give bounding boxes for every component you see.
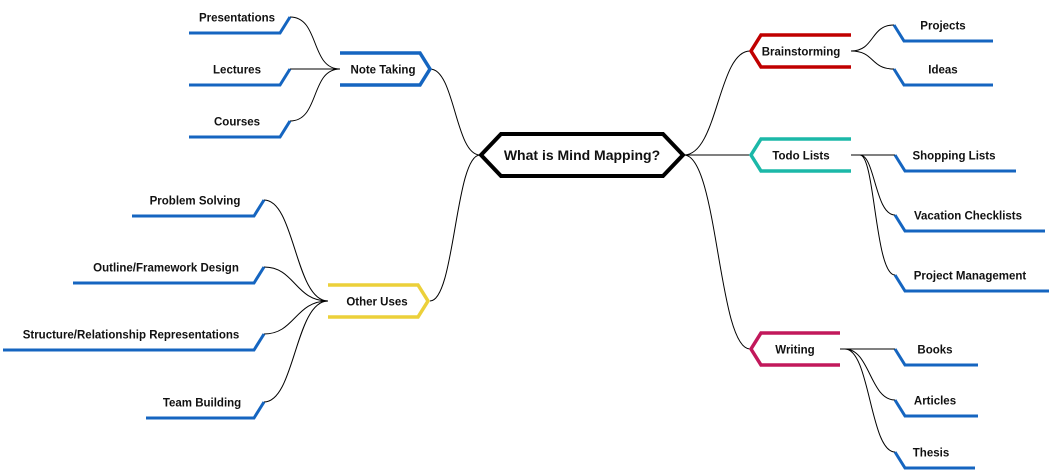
leaf-lectures[interactable]: Lectures [189, 65, 292, 87]
leaf-label: Projects [920, 21, 965, 33]
branch-other-uses-shape [328, 283, 431, 319]
leaf-label: Team Building [163, 398, 241, 410]
branch-brainstorming-label: Brainstorming [762, 47, 841, 59]
leaf-label: Articles [914, 396, 956, 408]
leaf-label: Vacation Checklists [914, 211, 1022, 223]
connector-other-uses [429, 154, 481, 302]
leaf-underline [189, 120, 292, 139]
leaf-project-management[interactable]: Project Management [893, 271, 1049, 293]
leaf-underline [73, 266, 266, 285]
leaf-courses[interactable]: Courses [189, 117, 292, 139]
branch-brainstorming[interactable]: Brainstorming [748, 33, 851, 69]
leaf-team-building[interactable]: Team Building [146, 398, 266, 420]
leaf-underline [893, 274, 1049, 293]
branch-brainstorming-shape [748, 33, 851, 69]
leaf-ideas[interactable]: Ideas [892, 65, 993, 87]
leaf-vacation-checklists[interactable]: Vacation Checklists [893, 211, 1045, 233]
connector-writing [683, 154, 751, 350]
leaf-label: Structure/Relationship Representations [23, 330, 240, 342]
branch-todo-lists-shape [748, 137, 851, 173]
leaf-underline [893, 348, 978, 367]
root-node[interactable]: What is Mind Mapping? [478, 132, 686, 178]
leaf-underline [893, 451, 975, 470]
leaf-label: Lectures [213, 65, 261, 77]
leaf-underline [132, 199, 266, 218]
leaf-underline [893, 214, 1045, 233]
connector-note-taking [429, 68, 481, 156]
branch-note-taking[interactable]: Note Taking [340, 51, 433, 87]
branch-todo-lists[interactable]: Todo Lists [748, 137, 851, 173]
leaf-outline-framework-design[interactable]: Outline/Framework Design [73, 263, 266, 285]
branch-other-uses[interactable]: Other Uses [328, 283, 431, 319]
leaf-connectors [263, 16, 896, 453]
branch-writing-shape [748, 331, 840, 367]
branch-writing-label: Writing [775, 345, 814, 357]
leaf-label: Ideas [928, 65, 957, 77]
leaf-underline [3, 333, 266, 352]
leaf-shopping-lists[interactable]: Shopping Lists [893, 151, 1016, 173]
leaf-underline [189, 68, 292, 87]
leaf-thesis[interactable]: Thesis [893, 448, 975, 470]
leaf-label: Courses [214, 117, 260, 129]
leaf-underline [893, 154, 1016, 173]
leaf-books[interactable]: Books [893, 345, 978, 367]
leaf-label: Project Management [914, 271, 1027, 283]
connector-brainstorming [683, 50, 751, 156]
leaf-label: Shopping Lists [912, 151, 995, 163]
leaf-label: Books [917, 345, 952, 357]
leaf-underline [892, 68, 993, 87]
leaf-label: Outline/Framework Design [93, 263, 239, 275]
leaf-projects[interactable]: Projects [892, 21, 993, 43]
branch-writing[interactable]: Writing [748, 331, 840, 367]
leaf-structure-relationship-representations[interactable]: Structure/Relationship Representations [3, 330, 266, 352]
leaf-underline [893, 399, 978, 418]
leaf-problem-solving[interactable]: Problem Solving [132, 196, 266, 218]
branch-other-uses-label: Other Uses [346, 297, 407, 309]
leaf-label: Problem Solving [150, 196, 241, 208]
leaf-articles[interactable]: Articles [893, 396, 978, 418]
leaf-underline [146, 401, 266, 420]
root-connectors [429, 50, 751, 350]
branch-note-taking-shape [340, 51, 433, 87]
leaf-label: Presentations [199, 13, 275, 25]
root-title: What is Mind Mapping? [504, 147, 660, 163]
leaf-underline [892, 24, 993, 43]
leaf-label: Thesis [913, 448, 949, 460]
leaf-presentations[interactable]: Presentations [189, 13, 292, 35]
root-node-shape [478, 132, 686, 178]
branch-todo-lists-label: Todo Lists [772, 151, 829, 163]
branch-note-taking-label: Note Taking [351, 65, 416, 77]
leaf-underline [189, 16, 292, 35]
